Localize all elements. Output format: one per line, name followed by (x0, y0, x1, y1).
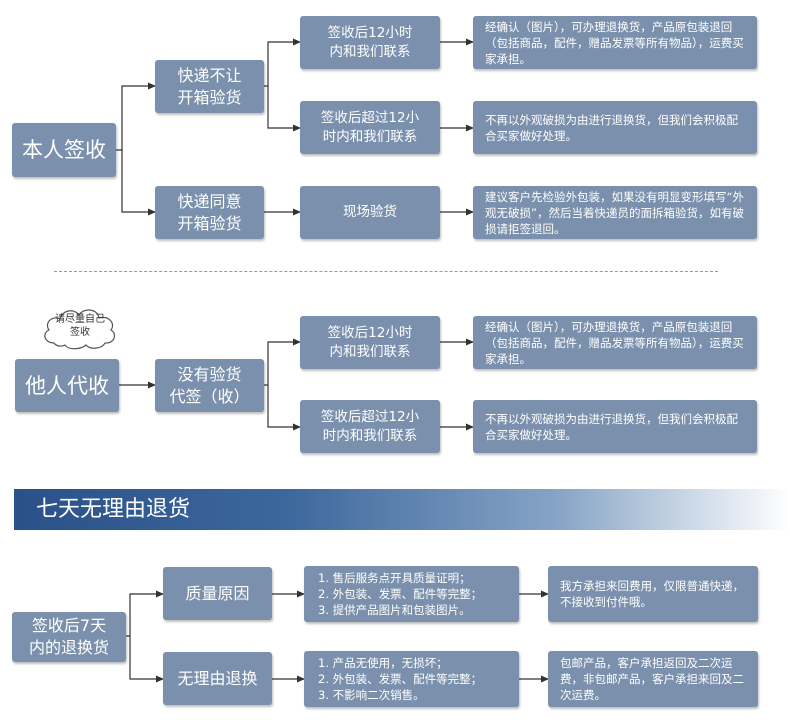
condition2-over-12h-label: 签收后超过12小 时内和我们联系 (320, 408, 420, 444)
root-self-sign: 本人签收 (12, 123, 116, 177)
root-proxy-sign: 他人代收 (15, 359, 119, 412)
condition-within-12h: 签收后12小时 内和我们联系 (300, 16, 440, 69)
result-return-allowed-text: 经确认（图片），可办理退换货，产品原包装退回（包括商品，配件，赠品发票等所有物品… (485, 19, 744, 66)
condition2-within-12h: 签收后12小时 内和我们联系 (300, 316, 440, 369)
quality-steps-text: 1. 售后服务点开具质量证明； 2. 外包装、发票、配件等完整； 3. 提供产品… (318, 571, 483, 617)
branch-inspection-allowed-label: 快递同意 开箱验货 (177, 191, 242, 233)
branch-inspection-allowed: 快递同意 开箱验货 (155, 186, 264, 239)
branch-signed-without-check: 没有验货 代签（收） (155, 359, 264, 412)
root-proxy-sign-label: 他人代收 (25, 373, 109, 398)
section-divider (54, 271, 718, 272)
result2-return-allowed: 经确认（图片），可办理退换货，产品原包装退回（包括商品，配件，赠品发票等所有物品… (473, 316, 757, 369)
quality-steps: 1. 售后服务点开具质量证明； 2. 外包装、发票、配件等完整； 3. 提供产品… (304, 566, 519, 622)
root-self-sign-label: 本人签收 (22, 138, 106, 162)
root-seven-day-return: 签收后7天 内的退换货 (12, 612, 126, 662)
result2-no-damage-return: 不再以外观破损为由进行退换货，但我们会积极配合买家做好处理。 (473, 400, 757, 453)
quality-result: 我方承担来回费用，仅限普通快递，不接收到付件哦。 (548, 566, 758, 622)
branch-no-inspection-label: 快递不让 开箱验货 (177, 65, 242, 107)
seven-day-return-banner: 七天无理由退货 (14, 489, 790, 530)
condition2-over-12h: 签收后超过12小 时内和我们联系 (300, 400, 440, 453)
cloud-note-text: 请尽量自己 签收 (55, 314, 105, 338)
result2-no-damage-return-text: 不再以外观破损为由进行退换货，但我们会积极配合买家做好处理。 (485, 411, 738, 442)
branch-quality-reason-label: 质量原因 (185, 583, 250, 603)
branch-no-reason-return-label: 无理由退换 (177, 668, 258, 688)
branch-quality-reason: 质量原因 (163, 567, 272, 620)
condition-onsite-check: 现场验货 (300, 186, 440, 239)
result-inspection-advice: 建议客户先检验外包装，如果没有明显变形填写“外观无破损”，然后当着快递员的面拆箱… (473, 186, 757, 239)
result-return-allowed: 经确认（图片），可办理退换货，产品原包装退回（包括商品，配件，赠品发票等所有物品… (473, 16, 757, 69)
branch-signed-without-check-label: 没有验货 代签（收） (169, 364, 250, 406)
no-reason-result-text: 包邮产品，客户承担返回及二次运费，非包邮产品，客户承担来回及二次运费。 (560, 656, 744, 702)
condition-over-12h: 签收后超过12小 时内和我们联系 (300, 101, 440, 154)
root-seven-day-return-label: 签收后7天 内的退换货 (28, 616, 109, 657)
quality-result-text: 我方承担来回费用，仅限普通快递，不接收到付件哦。 (560, 579, 744, 609)
no-reason-result: 包邮产品，客户承担返回及二次运费，非包邮产品，客户承担来回及二次运费。 (548, 651, 758, 707)
result-inspection-advice-text: 建议客户先检验外包装，如果没有明显变形填写“外观无破损”，然后当着快递员的面拆箱… (485, 189, 744, 236)
branch-no-inspection: 快递不让 开箱验货 (155, 60, 264, 113)
branch-no-reason-return: 无理由退换 (163, 652, 272, 705)
result-no-damage-return-text: 不再以外观破损为由进行退换货，但我们会积极配合买家做好处理。 (485, 112, 738, 143)
condition-over-12h-label: 签收后超过12小 时内和我们联系 (320, 109, 420, 145)
no-reason-steps-text: 1. 产品无使用，无损坏； 2. 外包装、发票、配件等完整； 3. 不影响二次销… (318, 656, 483, 702)
condition-within-12h-label: 签收后12小时 内和我们联系 (327, 24, 413, 60)
condition2-within-12h-label: 签收后12小时 内和我们联系 (327, 324, 413, 360)
cloud-note-icon (44, 309, 116, 350)
result2-return-allowed-text: 经确认（图片），可办理退换货，产品原包装退回（包括商品，配件，赠品发票等所有物品… (485, 319, 744, 366)
no-reason-steps: 1. 产品无使用，无损坏； 2. 外包装、发票、配件等完整； 3. 不影响二次销… (304, 651, 519, 707)
result-no-damage-return: 不再以外观破损为由进行退换货，但我们会积极配合买家做好处理。 (473, 101, 757, 154)
condition-onsite-check-label: 现场验货 (343, 204, 397, 220)
